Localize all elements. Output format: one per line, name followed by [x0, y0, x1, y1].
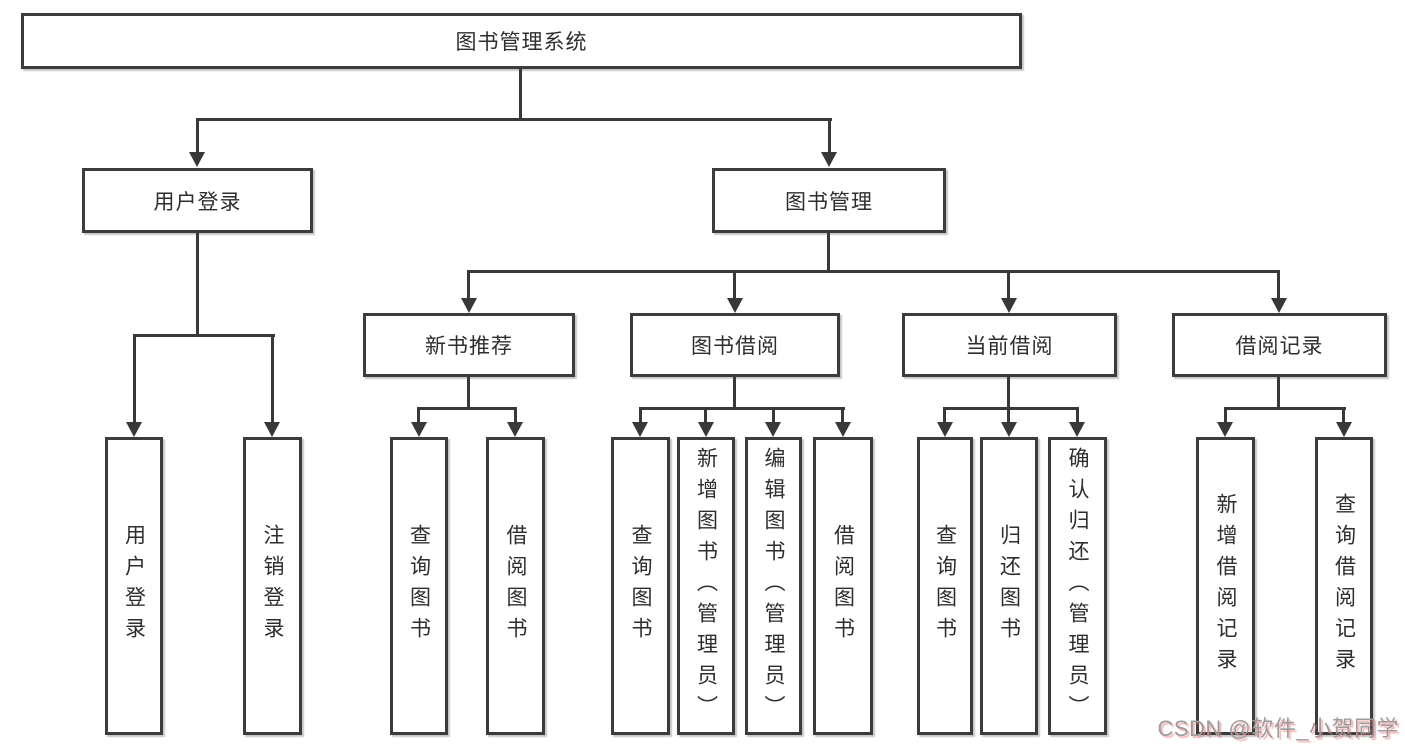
leaf-recommend-query-book: 查询图书: [390, 437, 448, 735]
leaf-records-query-record: 查询借阅记录: [1315, 437, 1373, 735]
leaf-user-login: 用户登录: [105, 437, 163, 735]
connector-book-management-stem: [827, 233, 830, 273]
leaf-borrow-query-book: 查询图书: [611, 437, 670, 735]
node-book-borrow: 图书借阅: [630, 313, 840, 377]
arrowhead-down-icon: [264, 422, 280, 437]
leaf-recommend-borrow-book-label: 借阅图书: [504, 524, 527, 648]
node-user-login-label: 用户登录: [153, 190, 242, 214]
node-borrow-records: 借阅记录: [1172, 313, 1387, 377]
node-book-management: 图书管理: [712, 168, 946, 233]
connector-drop-recommend-query: [417, 407, 420, 423]
node-current-borrow: 当前借阅: [902, 313, 1117, 377]
connector-recommend-stem: [467, 377, 470, 410]
connector-user-login-stem: [196, 233, 199, 337]
arrowhead-down-icon: [1336, 422, 1352, 437]
arrowhead-down-icon: [765, 422, 781, 437]
node-new-book-recommend: 新书推荐: [363, 313, 575, 377]
connector-drop-borrow-edit: [772, 407, 775, 423]
connector-root-crossbar: [196, 118, 832, 121]
arrowhead-down-icon: [1069, 422, 1085, 437]
connector-drop-leaf-user-login: [133, 334, 136, 422]
arrowhead-down-icon: [1001, 422, 1017, 437]
node-borrow-records-label: 借阅记录: [1235, 335, 1324, 358]
connector-drop-records-add: [1224, 407, 1227, 423]
leaf-logout: 注销登录: [243, 437, 302, 735]
leaf-user-login-label: 用户登录: [122, 524, 146, 648]
node-new-book-recommend-label: 新书推荐: [425, 335, 513, 358]
arrowhead-down-icon: [411, 422, 427, 437]
connector-drop-current-borrow: [1007, 270, 1010, 300]
connector-borrow-crossbar: [639, 407, 845, 410]
connector-drop-borrow-records: [1277, 270, 1280, 300]
leaf-current-return-book-label: 归还图书: [997, 524, 1021, 648]
leaf-current-confirm-return-admin: 确认归还（管理员）: [1048, 437, 1107, 735]
leaf-recommend-borrow-book: 借阅图书: [486, 437, 545, 735]
arrowhead-down-icon: [1001, 298, 1017, 313]
leaf-recommend-query-book-label: 查询图书: [407, 524, 431, 648]
leaf-current-query-book: 查询图书: [917, 437, 973, 735]
connector-drop-current-query: [943, 407, 946, 423]
node-book-management-label: 图书管理: [785, 190, 873, 214]
leaf-records-add-record-label: 新增借阅记录: [1214, 493, 1237, 679]
leaf-borrow-query-book-label: 查询图书: [629, 524, 652, 648]
leaf-borrow-borrow-book: 借阅图书: [813, 437, 873, 735]
connector-book-management-crossbar: [467, 270, 1280, 273]
arrowhead-down-icon: [507, 422, 523, 437]
arrowhead-down-icon: [698, 422, 714, 437]
connector-drop-recommend-borrow: [514, 407, 517, 423]
leaf-borrow-add-book-admin-label: 新增图书（管理员）: [694, 446, 718, 726]
connector-drop-current-confirm: [1076, 407, 1079, 423]
connector-records-stem: [1277, 377, 1280, 410]
leaf-borrow-add-book-admin: 新增图书（管理员）: [677, 437, 735, 735]
node-user-login: 用户登录: [82, 168, 313, 233]
connector-drop-book-borrow: [733, 270, 736, 300]
arrowhead-down-icon: [189, 152, 205, 167]
connector-drop-book-management: [828, 118, 831, 154]
arrowhead-down-icon: [461, 298, 477, 313]
connector-records-crossbar: [1224, 407, 1346, 410]
leaf-current-return-book: 归还图书: [980, 437, 1038, 735]
arrowhead-down-icon: [126, 422, 142, 437]
connector-drop-current-return: [1007, 407, 1010, 423]
leaf-logout-label: 注销登录: [261, 524, 284, 648]
arrowhead-down-icon: [1271, 298, 1287, 313]
connector-drop-borrow-borrow: [841, 407, 844, 423]
arrowhead-down-icon: [1217, 422, 1233, 437]
connector-drop-user-login: [196, 118, 199, 154]
connector-current-crossbar: [943, 407, 1079, 410]
connector-borrow-stem: [733, 377, 736, 410]
arrowhead-down-icon: [835, 422, 851, 437]
connector-current-stem: [1007, 377, 1010, 410]
node-current-borrow-label: 当前借阅: [965, 335, 1054, 358]
connector-drop-borrow-add: [704, 407, 707, 423]
leaf-borrow-borrow-book-label: 借阅图书: [831, 524, 855, 648]
node-book-borrow-label: 图书借阅: [691, 335, 779, 358]
arrowhead-down-icon: [727, 298, 743, 313]
connector-drop-borrow-query: [639, 407, 642, 423]
leaf-records-query-record-label: 查询借阅记录: [1332, 493, 1356, 679]
leaf-current-confirm-return-admin-label: 确认归还（管理员）: [1066, 446, 1089, 726]
connector-drop-records-query: [1342, 407, 1345, 423]
connector-drop-leaf-logout: [271, 334, 274, 422]
leaf-current-query-book-label: 查询图书: [933, 524, 957, 648]
leaf-records-add-record: 新增借阅记录: [1196, 437, 1255, 735]
connector-drop-new-book-recommend: [467, 270, 470, 300]
node-root: 图书管理系统: [21, 13, 1022, 69]
arrowhead-down-icon: [937, 422, 953, 437]
arrowhead-down-icon: [632, 422, 648, 437]
arrowhead-down-icon: [821, 152, 837, 167]
leaf-borrow-edit-book-admin-label: 编辑图书（管理员）: [762, 446, 785, 726]
leaf-borrow-edit-book-admin: 编辑图书（管理员）: [745, 437, 802, 735]
node-root-label: 图书管理系统: [455, 31, 588, 54]
connector-user-login-crossbar: [133, 334, 275, 337]
connector-root-stem: [519, 69, 522, 120]
connector-recommend-crossbar: [417, 407, 517, 410]
csdn-watermark: CSDN @软件_小贺同学: [1157, 716, 1399, 741]
